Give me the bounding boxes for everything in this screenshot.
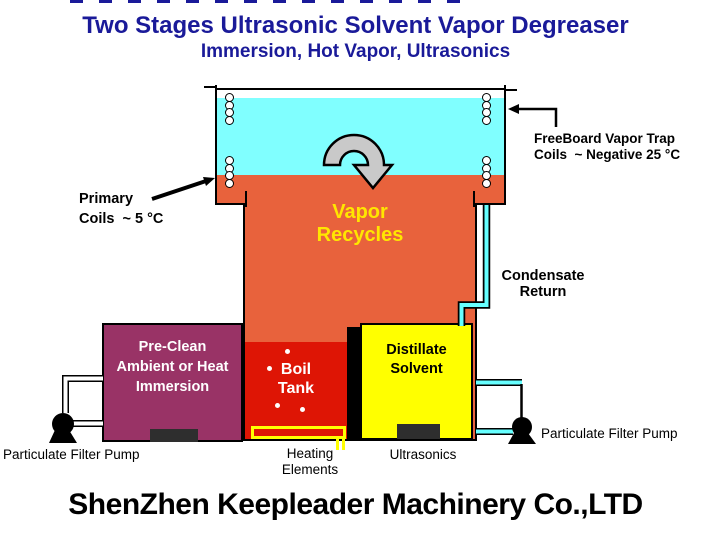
bubble (285, 349, 290, 354)
heating-elements-label: Heating Elements (281, 446, 339, 477)
tank-rim-lip (204, 86, 517, 91)
tank-lower-wall-right (475, 203, 477, 441)
primary-coils-arrow (151, 177, 215, 201)
company-name: ShenZhen Keepleader Machinery Co.,LTD (68, 488, 643, 521)
coil-circles-icon (482, 93, 491, 125)
coil-circles-icon (225, 156, 234, 188)
particulate-filter-pump-right-label: Particulate Filter Pump (541, 426, 678, 441)
vapor-recycles-label: Vapor Recycles (316, 201, 404, 246)
bubble (267, 366, 272, 371)
ultrasonic-transducer (397, 424, 440, 439)
bubble (275, 403, 280, 408)
distillate-label: Distillate Solvent (386, 342, 447, 377)
tank-wall-left (215, 85, 217, 205)
vapor-zone-upper (217, 175, 504, 205)
left-pump-tubes (62, 375, 103, 427)
distillate-tank (360, 323, 473, 440)
primary-coils-label: Primary Coils ~ 5 °C (79, 191, 164, 227)
freeboard-coils-label: FreeBoard Vapor Trap Coils ~ Negative 25… (534, 131, 681, 162)
right-pump-tubes (476, 379, 523, 435)
tank-divider-wall (347, 327, 360, 440)
page-title: Two Stages Ultrasonic Solvent Vapor Degr… (82, 12, 629, 39)
tank-rim (215, 88, 506, 90)
freeboard-leader-arrow (508, 104, 558, 127)
condensate-return-label: Condensate Return (501, 268, 585, 300)
page-subtitle: Immersion, Hot Vapor, Ultrasonics (200, 41, 511, 62)
tank-lower-wall-left (243, 203, 245, 441)
inner-wall-mark (245, 191, 475, 207)
heating-element-terminal (336, 437, 339, 450)
cropped-text-artifact (70, 0, 462, 3)
preclean-label: Pre-Clean Ambient or Heat Immersion (116, 339, 229, 395)
boil-tank (245, 342, 347, 440)
tank-floor (243, 439, 477, 441)
tank-step-left (215, 203, 245, 205)
pump-icon (49, 413, 77, 443)
tank-step-right (476, 203, 506, 205)
particulate-filter-pump-left-label: Particulate Filter Pump (3, 447, 140, 462)
heating-element (251, 426, 346, 439)
pump-icon (508, 417, 536, 444)
condensate-return-tube (457, 204, 491, 326)
ultrasonics-label: Ultrasonics (389, 447, 457, 462)
boil-tank-label: Boil Tank (277, 361, 315, 397)
bubble (300, 407, 305, 412)
tank-wall-right (504, 85, 506, 205)
recycle-arrow-icon (322, 133, 395, 190)
preclean-tank (102, 323, 243, 442)
heating-element-terminal (342, 437, 345, 450)
coil-circles-icon (225, 93, 234, 125)
ultrasonic-transducer (150, 429, 198, 442)
coil-circles-icon (482, 156, 491, 188)
